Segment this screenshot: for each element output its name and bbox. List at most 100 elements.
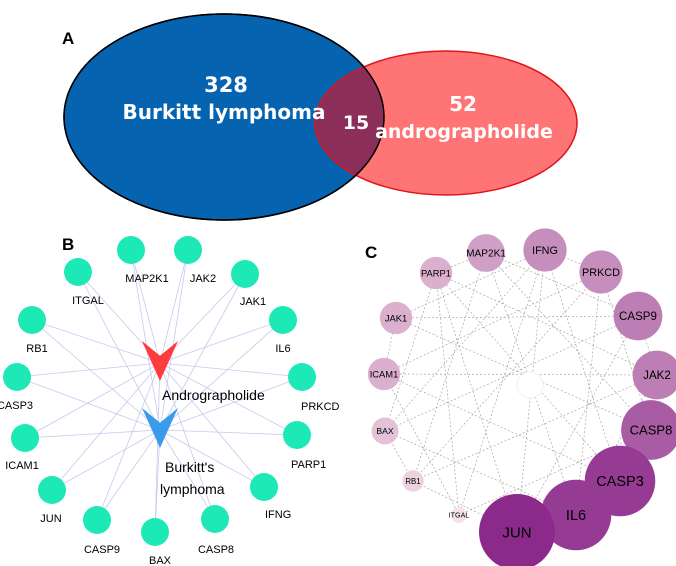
network-b-node-map2k1 [117, 236, 145, 264]
network-c-node-il6 [540, 479, 612, 551]
network-c-edge [435, 272, 658, 376]
network-c-edge [384, 315, 639, 432]
network-c-edge [384, 272, 437, 432]
network-b-edge [154, 362, 161, 533]
network-b-edge [159, 362, 303, 378]
network-b-edge [96, 362, 161, 521]
network-c-label-jun: JUN [502, 524, 531, 541]
network-c-edge [575, 374, 658, 516]
network-b-node-icam1 [11, 424, 39, 452]
network-b-label-parp1: PARP1 [291, 459, 326, 471]
network-c-edge [485, 252, 652, 431]
network-b-node-casp8 [201, 505, 229, 533]
network-c-edge [458, 429, 652, 516]
network-c-edges [383, 249, 658, 533]
network-b-node-jak1 [231, 260, 259, 288]
network-c-edge [412, 271, 602, 482]
network-b-node-casp3 [3, 363, 31, 391]
panel-label-c: C [365, 243, 377, 262]
network-c-node-parp1 [419, 256, 453, 290]
network-b-edge [31, 319, 161, 364]
network-c-label-rb1: RB1 [405, 477, 420, 486]
network-b-label-il6: IL6 [275, 343, 290, 355]
network-c-edge [435, 272, 460, 516]
network-c-edge [485, 252, 639, 317]
network-b-edge [159, 249, 189, 364]
venn-left-name: Burkitt lymphoma [123, 100, 326, 124]
network-b-node-il6 [269, 306, 297, 334]
network-b-edge [159, 319, 284, 364]
network-c-node-casp8 [621, 400, 676, 460]
network-b-label-itgal: ITGAL [72, 295, 104, 307]
network-b-edge [159, 362, 298, 436]
network-c-label-bax: BAX [376, 426, 394, 436]
network-b-node-rb1 [18, 306, 46, 334]
network-b-label-jak2: JAK2 [190, 273, 216, 285]
network-b-label-rb1: RB1 [26, 343, 47, 355]
network-b-edge [130, 249, 161, 364]
network-c-label-ifng: IFNG [532, 245, 558, 257]
network-c-edge [383, 373, 658, 376]
hub-andrographolide-shape [142, 341, 178, 381]
network-b-label-jak1: JAK1 [240, 296, 266, 308]
network-b-edges [16, 249, 303, 533]
network-b-node-ifng [250, 473, 278, 501]
venn-overlap-count: 15 [343, 112, 369, 134]
network-b-edge [51, 362, 161, 491]
venn-left-count: 328 [204, 73, 248, 97]
network-b-edge [159, 376, 303, 431]
network-b-edge [31, 319, 161, 431]
network-b-label-casp9: CASP9 [84, 544, 120, 556]
network-b-node-bax [141, 518, 169, 546]
network-c-label-casp9: CASP9 [619, 311, 657, 323]
network-c-edge [412, 374, 658, 482]
venn-right-name: andrographolide [375, 121, 553, 143]
network-b-node-jak2 [174, 236, 202, 264]
network-b-edge [159, 362, 216, 520]
network-c-label-il6: IL6 [566, 508, 586, 524]
network-c-edge [395, 249, 546, 319]
network-c-node-jun [479, 494, 555, 566]
network-c-label-parp1: PARP1 [421, 268, 451, 278]
network-c-edge [435, 272, 518, 533]
network-c-edge [383, 373, 621, 482]
network-c-node-itgal [451, 507, 467, 523]
network-c-node-ifng [523, 228, 567, 272]
hub-andrographolide-label: Andrographolide [162, 387, 265, 403]
network-b-edge [16, 376, 161, 431]
network-c-node-bax [371, 417, 399, 445]
network-c-node-map2k1 [467, 234, 505, 272]
network-c-center-node [516, 371, 544, 399]
network-b-edge [159, 319, 284, 431]
network-c-edge [575, 271, 602, 516]
network-c-edge [412, 252, 487, 482]
network-b-label-ifng: IFNG [265, 509, 291, 521]
network-c-node-rb1 [402, 470, 424, 492]
network-b-label-bax: BAX [149, 555, 172, 566]
network-c-node-prkcd [579, 250, 623, 294]
network-c-label-map2k1: MAP2K1 [466, 249, 506, 260]
network-b-edge [159, 249, 189, 431]
venn-right-count: 52 [449, 92, 477, 116]
network-b-edge [51, 429, 161, 491]
network-c-edge [458, 249, 546, 516]
network-b-edge [159, 429, 265, 488]
network-b-edge [159, 362, 265, 488]
panel-label-b: B [62, 235, 74, 254]
network-b-node-parp1 [283, 421, 311, 449]
network-c-edge [383, 373, 460, 516]
venn-diagram: 328 Burkitt lymphoma 15 52 andrographoli… [63, 13, 578, 221]
network-c-node-casp9 [613, 291, 663, 341]
network-b-label-prkcd: PRKCD [301, 401, 340, 413]
network-c-label-itgal: ITGAL [449, 512, 470, 520]
network-c-label-jak2: JAK2 [643, 370, 671, 382]
network-c-label-prkcd: PRKCD [582, 267, 620, 279]
network-c-label-icam1: ICAM1 [370, 369, 399, 379]
network-b-label-casp3: CASP3 [0, 400, 33, 412]
network-b-label-icam1: ICAM1 [5, 460, 39, 472]
network-b-edge [130, 249, 161, 431]
network-b-label-map2k1: MAP2K1 [125, 273, 168, 285]
